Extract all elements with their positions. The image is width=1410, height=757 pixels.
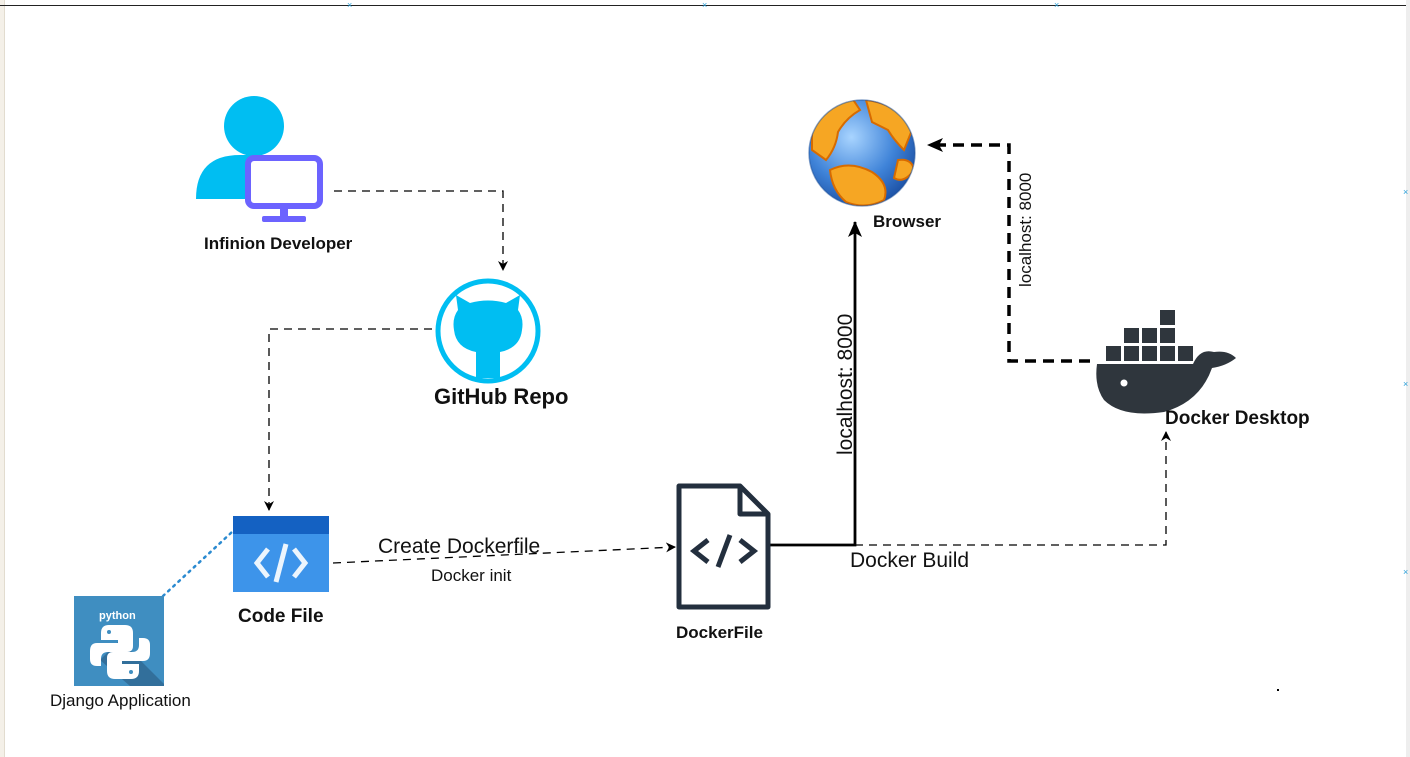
developer-label: Infinion Developer: [204, 234, 353, 253]
django-label: Django Application: [50, 691, 191, 710]
edge-dockerfile-to-docker-desktop[interactable]: [855, 431, 1171, 546]
create-dockerfile-label: Create Dockerfile: [378, 535, 541, 558]
python-icon[interactable]: [74, 596, 164, 686]
docker-init-label: Docker init: [431, 566, 512, 585]
selection-handle[interactable]: ×: [1403, 379, 1409, 389]
selection-handle[interactable]: ×: [1054, 0, 1060, 10]
docker-desktop-label: Docker Desktop: [1165, 408, 1310, 429]
python-logo-text: python: [99, 610, 136, 622]
selection-handle[interactable]: ×: [702, 0, 708, 10]
github-label: GitHub Repo: [434, 384, 569, 409]
dockerfile-icon[interactable]: [676, 483, 771, 610]
docker-icon[interactable]: [1096, 310, 1236, 414]
browser-label: Browser: [873, 212, 942, 231]
canvas-top-edge: [0, 5, 1410, 6]
code-file-label: Code File: [238, 606, 324, 627]
canvas-left-edge: [0, 0, 5, 757]
github-icon[interactable]: [435, 278, 541, 384]
edge-github-to-code-file[interactable]: [264, 328, 432, 511]
dockerfile-label: DockerFile: [676, 623, 763, 642]
edge-developer-to-github[interactable]: [334, 190, 508, 271]
globe-icon[interactable]: [808, 98, 916, 207]
code-file-icon[interactable]: [233, 516, 329, 592]
docker-build-label: Docker Build: [850, 549, 970, 572]
selection-handle[interactable]: ×: [347, 0, 353, 10]
edge-django-to-code-file[interactable]: [161, 530, 234, 598]
localhost-docker-label: localhost: 8000: [1016, 172, 1035, 287]
localhost-browser-label: localhost: 8000: [834, 313, 857, 455]
edge-code-file-to-dockerfile[interactable]: [332, 542, 676, 564]
selection-handle[interactable]: ×: [1403, 187, 1409, 197]
selection-handle[interactable]: ×: [1403, 567, 1409, 577]
edge-docker-desktop-to-browser[interactable]: [927, 138, 1090, 363]
canvas-right-edge: [1406, 0, 1410, 757]
stray-dot: [1277, 689, 1279, 691]
developer-icon[interactable]: [196, 96, 323, 222]
